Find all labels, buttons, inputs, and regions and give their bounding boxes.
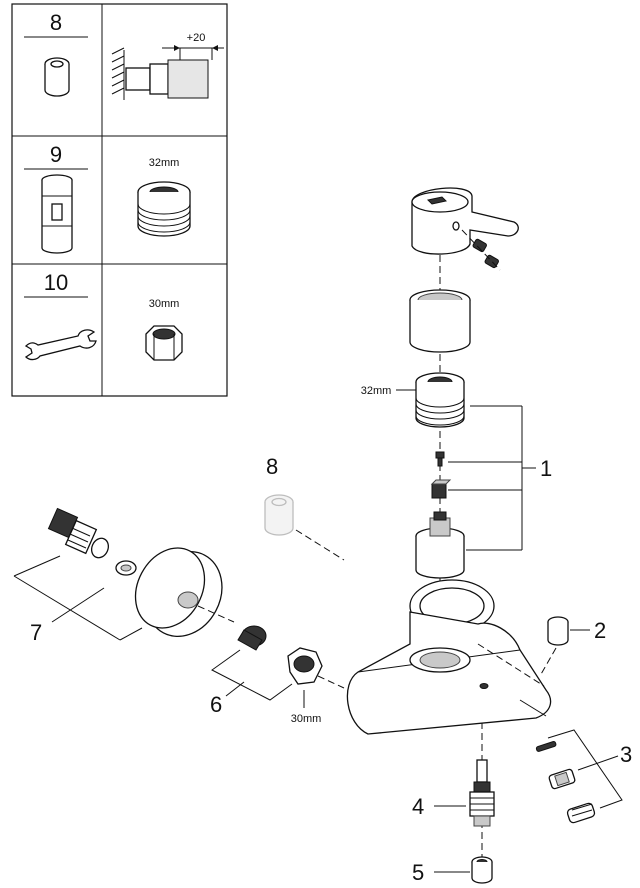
callout-8: 8 — [266, 454, 278, 479]
o-ring — [535, 741, 557, 752]
legend-row-10-dimension: 30mm — [149, 298, 180, 310]
lever-handle — [411, 187, 519, 255]
callout-6: 6 — [210, 692, 222, 717]
hex-nut-30-icon — [145, 325, 183, 361]
cover-cap — [547, 616, 569, 646]
small-screw — [435, 451, 445, 467]
wrench-icon — [24, 329, 97, 361]
extension-dimension-label: +20 — [187, 32, 206, 44]
wall-rosette — [134, 547, 223, 638]
hex-union-nut — [287, 647, 323, 685]
callout-3: 3 — [620, 742, 632, 767]
aerator — [566, 802, 596, 824]
legend-row-8-number: 8 — [50, 10, 62, 35]
spare-parts-legend-table: 8 +20 9 — [11, 3, 228, 397]
extension-sleeve — [264, 494, 294, 536]
callout-1: 1 — [540, 456, 552, 481]
cartridge-nut-dimension: 32mm — [361, 385, 392, 397]
cartridge — [415, 511, 465, 579]
flow-restrictor — [548, 768, 576, 790]
legend-row-10: 10 30mm — [24, 270, 183, 361]
legend-row-9: 9 32mm — [24, 142, 191, 254]
legend-row-10-number: 10 — [44, 270, 68, 295]
mixer-body — [346, 579, 552, 735]
sealing-washer — [115, 560, 137, 576]
cap-sleeve — [409, 289, 471, 353]
grub-screw — [461, 229, 501, 271]
part-1-bracket — [448, 405, 536, 551]
legend-row-9-number: 9 — [50, 142, 62, 167]
extension-sleeve-icon — [44, 57, 70, 97]
cartridge-nut — [415, 372, 465, 428]
legend-row-8: 8 +20 — [24, 10, 224, 100]
threaded-adapter — [237, 625, 267, 651]
callout-5: 5 — [412, 860, 424, 885]
connector-nut-dimension: 30mm — [291, 713, 322, 725]
extension-fitting-drawing — [111, 45, 224, 100]
diverter-cartridge — [469, 759, 495, 827]
callout-4: 4 — [412, 794, 424, 819]
s-union-connector — [47, 507, 110, 559]
adapter-clip — [430, 479, 452, 499]
socket-tool-icon — [41, 174, 73, 254]
diverter-button — [471, 856, 493, 884]
threaded-nut-32-icon — [137, 181, 191, 237]
callout-2: 2 — [594, 618, 606, 643]
callout-7: 7 — [30, 620, 42, 645]
legend-row-9-dimension: 32mm — [149, 157, 180, 169]
